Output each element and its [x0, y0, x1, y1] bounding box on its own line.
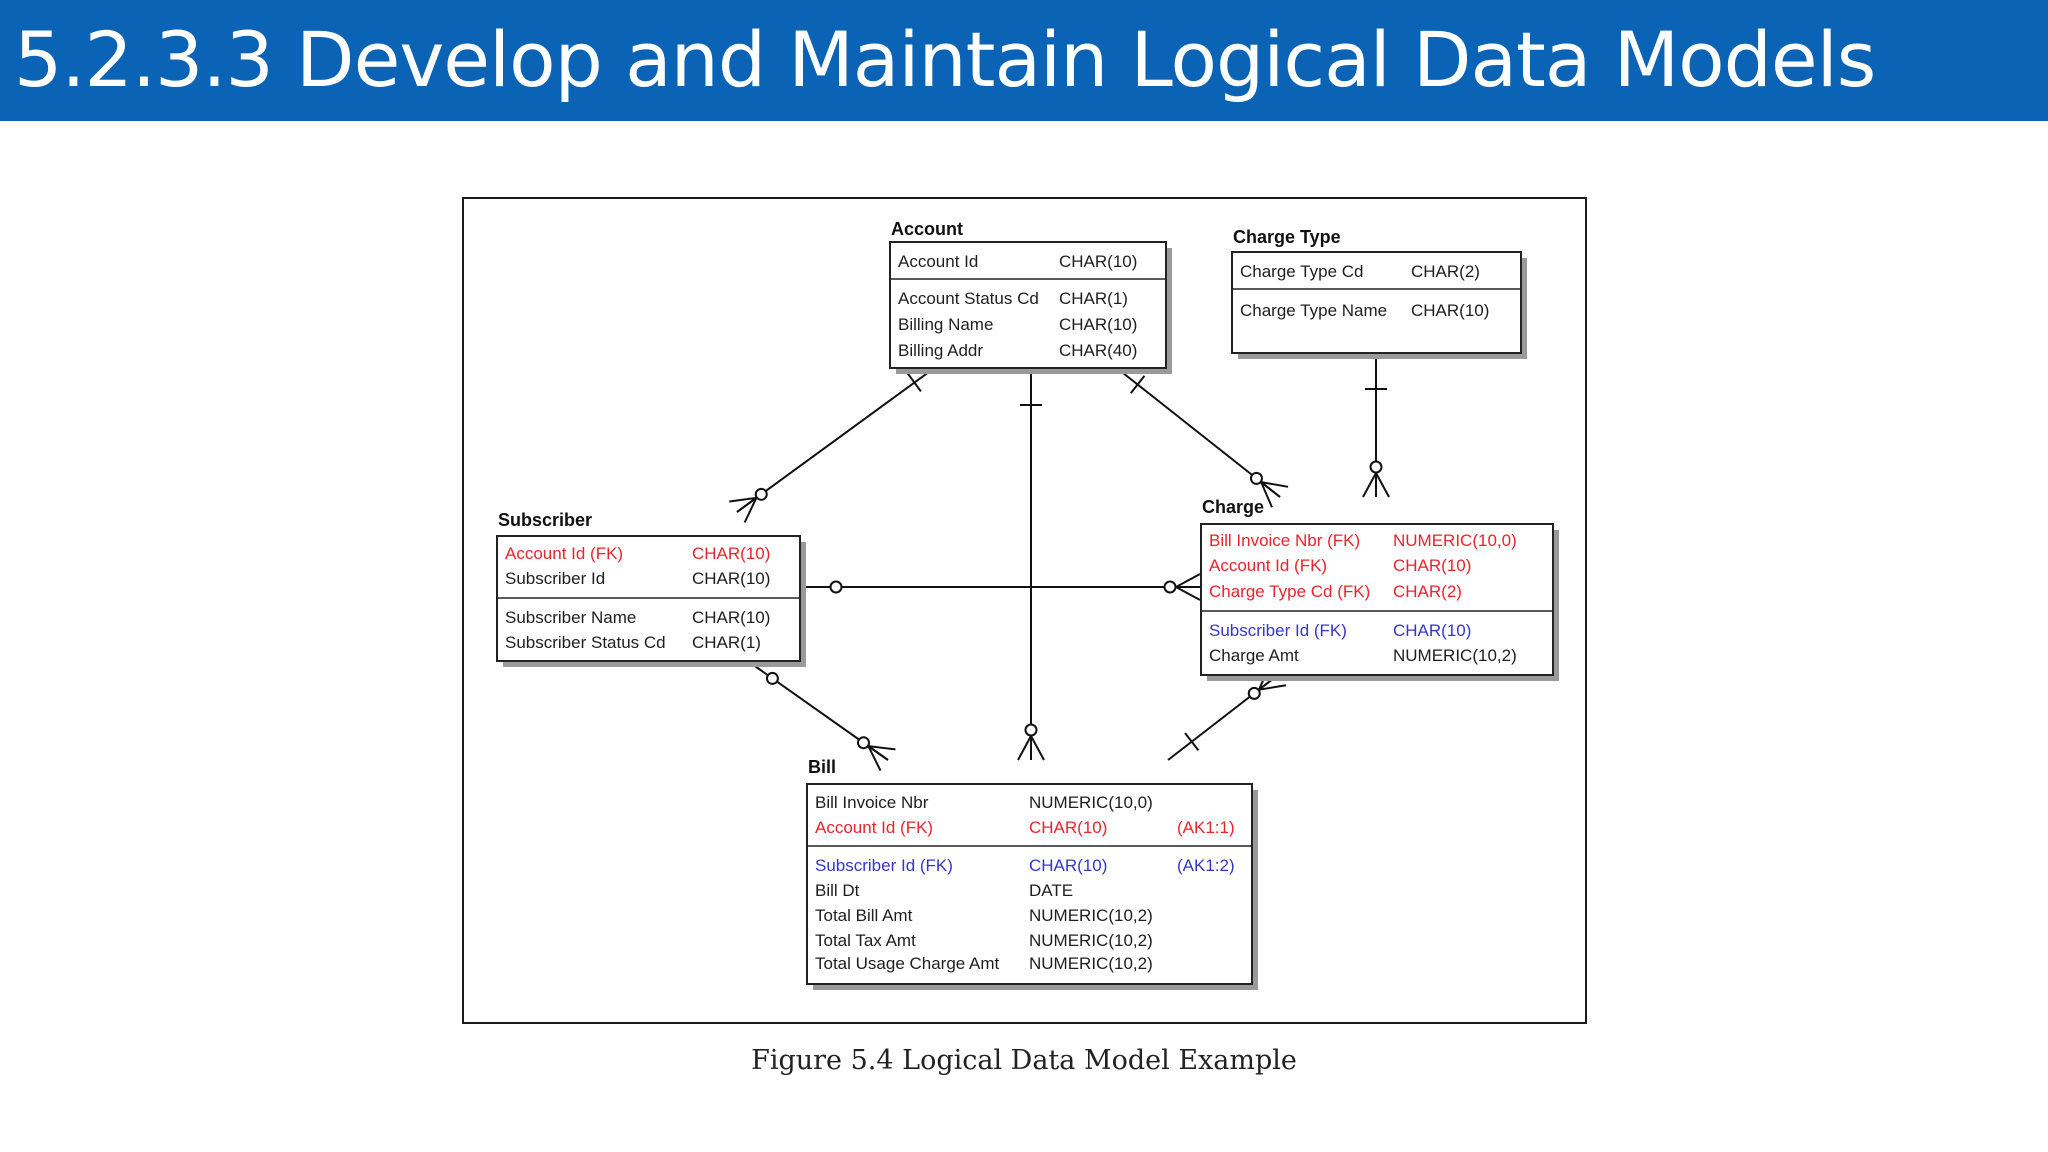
attribute-type: NUMERIC(10,0) — [1029, 793, 1153, 812]
attribute-type: CHAR(10) — [692, 569, 770, 588]
alternate-key-label: (AK1:2) — [1177, 856, 1235, 875]
attribute-name: Total Usage Charge Amt — [815, 954, 1000, 973]
attribute-name: Total Tax Amt — [815, 931, 916, 950]
attribute-name: Subscriber Id — [505, 569, 605, 588]
attribute-type: DATE — [1029, 881, 1073, 900]
attribute-type: CHAR(10) — [1411, 301, 1489, 320]
attribute-type: NUMERIC(10,2) — [1393, 646, 1517, 665]
attribute-name: Account Id (FK) — [505, 544, 623, 563]
attribute-name: Total Bill Amt — [815, 906, 913, 925]
attribute-type: NUMERIC(10,0) — [1393, 531, 1517, 550]
attribute-name: Charge Amt — [1209, 646, 1299, 665]
attribute-type: CHAR(10) — [1393, 556, 1471, 575]
relationship-subscriber-bill — [751, 663, 896, 772]
attribute-type: CHAR(10) — [692, 608, 770, 627]
attribute-name: Billing Addr — [898, 341, 983, 360]
attribute-type: CHAR(10) — [1029, 818, 1107, 837]
charge-box — [1200, 523, 1554, 676]
attribute-name: Bill Invoice Nbr — [815, 793, 929, 812]
attribute-name: Account Status Cd — [898, 289, 1039, 308]
attribute-name: Subscriber Id (FK) — [815, 856, 953, 875]
relationship-subscriber-charge — [806, 573, 1201, 601]
relationship-account-charge — [1117, 368, 1289, 508]
attribute-type: NUMERIC(10,2) — [1029, 954, 1153, 973]
slide-title: 5.2.3.3 Develop and Maintain Logical Dat… — [14, 15, 1876, 104]
bill-title: Bill — [808, 757, 836, 777]
attribute-type: CHAR(40) — [1059, 341, 1137, 360]
figure-caption: Figure 5.4 Logical Data Model Example — [751, 1045, 1297, 1076]
subscriber-title: Subscriber — [498, 510, 592, 530]
attribute-name: Subscriber Status Cd — [505, 633, 666, 652]
attribute-type: CHAR(2) — [1411, 262, 1480, 281]
account-box — [889, 241, 1167, 369]
attribute-type: CHAR(1) — [1059, 289, 1128, 308]
attribute-name: Account Id (FK) — [815, 818, 933, 837]
attribute-type: CHAR(10) — [1059, 252, 1137, 271]
charge-type-box — [1231, 251, 1522, 354]
attribute-name: Bill Invoice Nbr (FK) — [1209, 531, 1360, 550]
bill-box — [806, 783, 1253, 985]
attribute-type: CHAR(10) — [1059, 315, 1137, 334]
attribute-name: Subscriber Id (FK) — [1209, 621, 1347, 640]
attribute-name: Bill Dt — [815, 881, 860, 900]
attribute-type: NUMERIC(10,2) — [1029, 931, 1153, 950]
attribute-name: Account Id — [898, 252, 978, 271]
attribute-type: CHAR(1) — [692, 633, 761, 652]
attribute-name: Account Id (FK) — [1209, 556, 1327, 575]
relationship-account-subscriber — [729, 368, 934, 523]
attribute-type: CHAR(10) — [1393, 621, 1471, 640]
charge-type-title: Charge Type — [1233, 227, 1341, 247]
attribute-name: Charge Type Cd (FK) — [1209, 582, 1370, 601]
alternate-key-label: (AK1:1) — [1177, 818, 1235, 837]
charge-title: Charge — [1202, 497, 1264, 517]
account-title: Account — [891, 219, 963, 239]
attribute-type: CHAR(10) — [1029, 856, 1107, 875]
attribute-name: Charge Type Name — [1240, 301, 1387, 320]
relationship-chargetype-charge — [1362, 355, 1390, 498]
relationship-bill-charge — [1167, 664, 1287, 761]
attribute-type: CHAR(10) — [692, 544, 770, 563]
attribute-type: NUMERIC(10,2) — [1029, 906, 1153, 925]
relationship-lines — [729, 355, 1390, 772]
attribute-name: Subscriber Name — [505, 608, 636, 627]
title-bar: 5.2.3.3 Develop and Maintain Logical Dat… — [0, 0, 2048, 121]
attribute-name: Charge Type Cd — [1240, 262, 1363, 281]
relationship-account-bill — [1017, 369, 1045, 761]
attribute-name: Billing Name — [898, 315, 993, 334]
attribute-type: CHAR(2) — [1393, 582, 1462, 601]
